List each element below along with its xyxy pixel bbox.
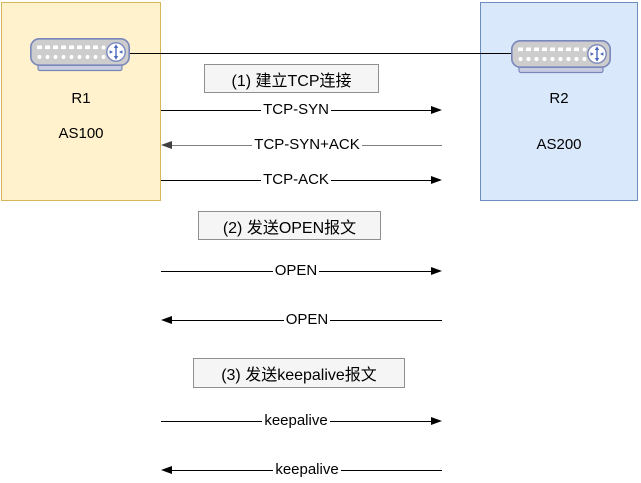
step-label-3: (3) 发送keepalive报文 bbox=[193, 358, 405, 388]
arrow-head-right-icon bbox=[431, 176, 442, 184]
message-label: keepalive bbox=[264, 412, 328, 429]
arrow-line bbox=[172, 319, 284, 321]
arrow-line bbox=[172, 469, 274, 471]
arrow-line bbox=[161, 270, 273, 272]
arrow-head-left-icon bbox=[161, 466, 172, 474]
arrow-head-left-icon bbox=[161, 141, 172, 149]
message-keepalive-right: keepalive bbox=[161, 412, 443, 430]
message-keepalive-left: keepalive bbox=[161, 461, 443, 479]
arrow-line bbox=[330, 319, 443, 321]
arrow-line bbox=[161, 420, 263, 422]
step-label-1: (1) 建立TCP连接 bbox=[204, 64, 379, 93]
step-label-text: (3) 发送keepalive报文 bbox=[221, 367, 377, 384]
message-tcp-ack: TCP-ACK bbox=[161, 171, 442, 189]
as200-node-box bbox=[480, 2, 638, 201]
message-label: keepalive bbox=[275, 461, 339, 478]
message-label: TCP-SYN+ACK bbox=[254, 136, 360, 153]
node-as-label: AS200 bbox=[536, 136, 582, 153]
message-label: OPEN bbox=[285, 311, 329, 328]
arrow-line bbox=[340, 469, 443, 471]
node-name-label: R2 bbox=[549, 90, 569, 107]
node-name-label: R1 bbox=[71, 90, 91, 107]
arrow-line bbox=[330, 109, 431, 111]
router-icon bbox=[30, 38, 130, 72]
message-open-left: OPEN bbox=[161, 311, 443, 329]
message-label: TCP-ACK bbox=[263, 171, 329, 188]
arrow-head-right-icon bbox=[431, 106, 442, 114]
step-label-text: (1) 建立TCP连接 bbox=[231, 72, 352, 90]
arrow-head-right-icon bbox=[431, 417, 443, 425]
arrow-head-right-icon bbox=[431, 267, 443, 275]
arrow-line bbox=[161, 109, 262, 111]
arrow-line bbox=[329, 420, 432, 422]
message-label: TCP-SYN bbox=[263, 101, 329, 118]
router-icon bbox=[511, 40, 611, 74]
arrow-line bbox=[361, 144, 443, 146]
node-as-label: AS100 bbox=[58, 125, 104, 142]
peer-link-line bbox=[128, 53, 513, 54]
message-tcp-syn: TCP-SYN bbox=[161, 101, 442, 119]
arrow-line bbox=[161, 179, 262, 181]
arrow-line bbox=[330, 179, 431, 181]
message-label: OPEN bbox=[274, 262, 318, 279]
arrow-head-left-icon bbox=[161, 316, 172, 324]
as100-node-box bbox=[1, 2, 161, 201]
step-label-2: (2) 发送OPEN报文 bbox=[198, 211, 381, 240]
arrow-line bbox=[319, 270, 432, 272]
arrow-line bbox=[172, 144, 253, 146]
message-tcp-syn-ack: TCP-SYN+ACK bbox=[161, 136, 443, 154]
message-open-right: OPEN bbox=[161, 262, 443, 280]
step-label-text: (2) 发送OPEN报文 bbox=[222, 219, 357, 237]
